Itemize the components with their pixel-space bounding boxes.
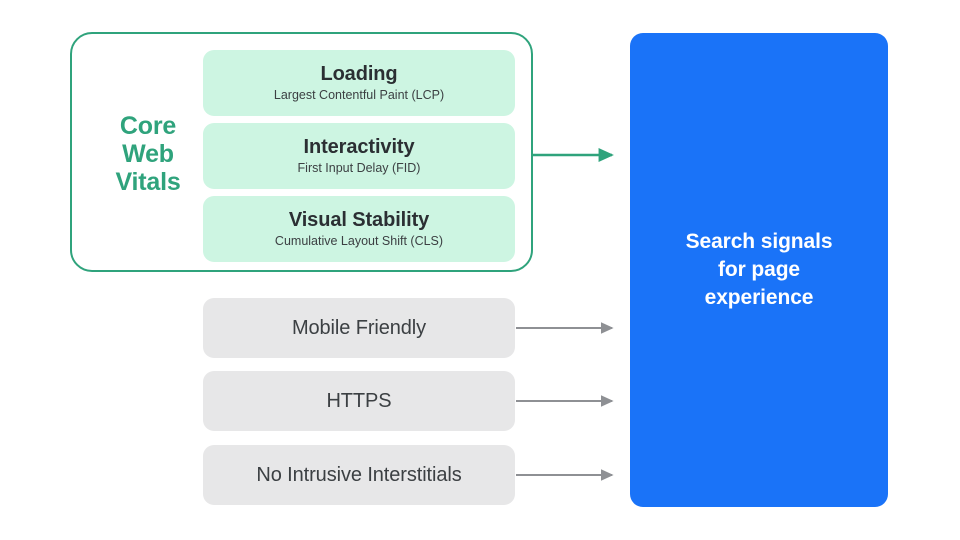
search-signals-panel[interactable]: Search signals for page experience bbox=[630, 33, 888, 507]
metric-title-loading: Loading bbox=[320, 63, 398, 85]
core-web-vitals-label-line-3: Vitals bbox=[115, 168, 181, 196]
metric-subtitle-interactivity: First Input Delay (FID) bbox=[297, 161, 421, 175]
signal-label-no-intrusive-interstitials: No Intrusive Interstitials bbox=[256, 464, 462, 486]
metric-title-visual-stability: Visual Stability bbox=[288, 209, 430, 231]
signal-label-mobile-friendly: Mobile Friendly bbox=[291, 317, 427, 339]
signal-label-https: HTTPS bbox=[326, 390, 392, 412]
metric-card-interactivity[interactable]: Interactivity First Input Delay (FID) bbox=[203, 123, 515, 189]
search-signals-panel-label: Search signals for page experience bbox=[685, 230, 833, 309]
metric-title-interactivity: Interactivity bbox=[303, 136, 415, 158]
metric-card-loading[interactable]: Loading Largest Contentful Paint (LCP) bbox=[203, 50, 515, 116]
metric-subtitle-visual-stability: Cumulative Layout Shift (CLS) bbox=[274, 234, 444, 248]
core-web-vitals-group-label: Core Web Vitals bbox=[100, 112, 196, 196]
core-web-vitals-label-line-2: Web bbox=[122, 140, 174, 168]
metric-card-visual-stability[interactable]: Visual Stability Cumulative Layout Shift… bbox=[203, 196, 515, 262]
signal-card-no-intrusive-interstitials[interactable]: No Intrusive Interstitials bbox=[203, 445, 515, 505]
signal-card-mobile-friendly[interactable]: Mobile Friendly bbox=[203, 298, 515, 358]
core-web-vitals-label-line-1: Core bbox=[119, 112, 177, 140]
metric-subtitle-loading: Largest Contentful Paint (LCP) bbox=[273, 88, 445, 102]
core-web-vitals-group bbox=[70, 32, 533, 272]
signal-card-https[interactable]: HTTPS bbox=[203, 371, 515, 431]
